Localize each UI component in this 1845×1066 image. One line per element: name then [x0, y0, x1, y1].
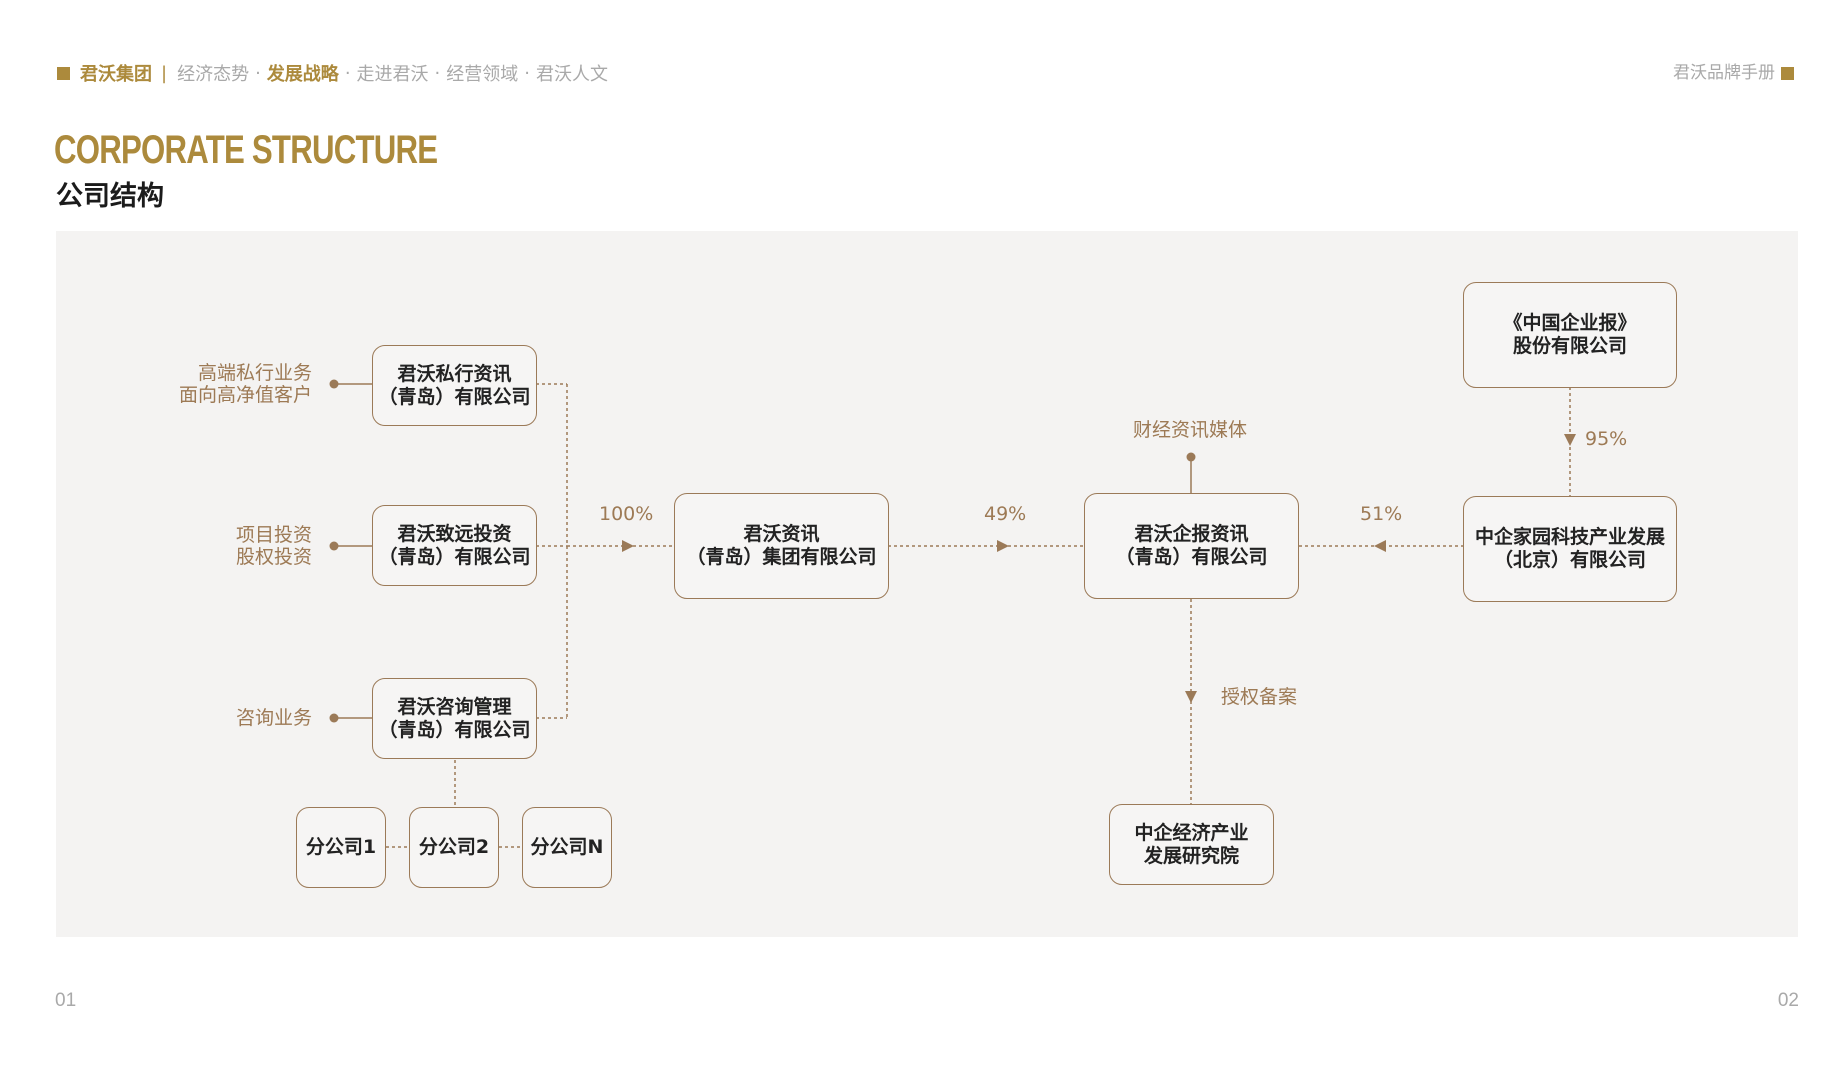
- manual-title: 君沃品牌手册: [1673, 63, 1775, 83]
- company-box-qibao[interactable]: 君沃企报资讯 （青岛）有限公司: [1084, 493, 1299, 599]
- brand-name: 君沃集团: [80, 64, 152, 85]
- label-financial-media: 财经资讯媒体: [1133, 419, 1248, 441]
- percent-49: 49%: [984, 503, 1027, 525]
- nav-item-culture[interactable]: 君沃人文: [536, 64, 609, 85]
- company-box-consulting[interactable]: 君沃咨询管理 （青岛）有限公司: [372, 678, 537, 759]
- percent-51: 51%: [1360, 503, 1403, 525]
- nav-dot: ·: [434, 62, 441, 84]
- page-title-cn: 公司结构: [56, 181, 164, 212]
- header-square-icon: [57, 67, 70, 80]
- nav-item-about[interactable]: 走进君沃: [356, 64, 429, 85]
- label-consulting: 咨询业务: [235, 707, 312, 729]
- company-box-institute[interactable]: 中企经济产业 发展研究院: [1109, 804, 1274, 885]
- branch-box-2[interactable]: 分公司2: [409, 807, 499, 888]
- nav-item-business[interactable]: 经营领域: [446, 64, 519, 85]
- label-authorization: 授权备案: [1221, 686, 1298, 708]
- company-box-zhongqi-park[interactable]: 中企家园科技产业发展 （北京）有限公司: [1463, 496, 1677, 602]
- label-private-banking: 高端私行业务 面向高净值客户: [178, 362, 312, 406]
- nav-dot: ·: [344, 62, 351, 84]
- header-square-icon: [1781, 67, 1794, 80]
- percent-100: 100%: [599, 503, 654, 525]
- label-investment: 项目投资 股权投资: [235, 524, 312, 568]
- branch-box-1[interactable]: 分公司1: [296, 807, 386, 888]
- branch-box-n[interactable]: 分公司N: [522, 807, 612, 888]
- breadcrumb-nav: 君沃集团 | 经济态势 · 发展战略 · 走进君沃 · 经营领域 · 君沃人文: [80, 60, 608, 86]
- percent-95: 95%: [1585, 428, 1628, 450]
- company-box-investment[interactable]: 君沃致远投资 （青岛）有限公司: [372, 505, 537, 586]
- brand-separator: |: [161, 62, 168, 84]
- page-number-left: 01: [55, 990, 77, 1011]
- nav-item-economy[interactable]: 经济态势: [177, 64, 250, 85]
- company-box-private[interactable]: 君沃私行资讯 （青岛）有限公司: [372, 345, 537, 426]
- nav-item-strategy[interactable]: 发展战略: [266, 64, 339, 85]
- company-box-china-enterprise-news[interactable]: 《中国企业报》 股份有限公司: [1463, 282, 1677, 388]
- page-number-right: 02: [1777, 990, 1799, 1011]
- page-title-en: CORPORATE STRUCTURE: [54, 128, 438, 172]
- nav-dot: ·: [524, 62, 531, 84]
- nav-dot: ·: [255, 62, 261, 84]
- company-box-group[interactable]: 君沃资讯 （青岛）集团有限公司: [674, 493, 889, 599]
